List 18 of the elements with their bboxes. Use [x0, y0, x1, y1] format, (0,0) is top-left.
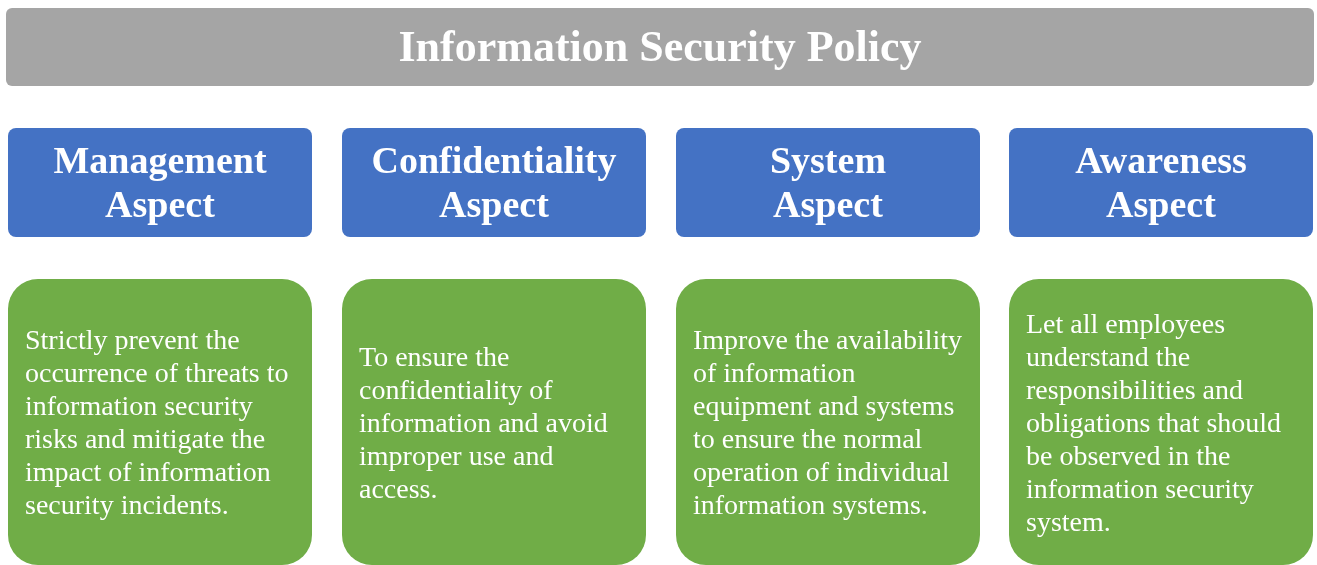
- description-card: [8, 279, 312, 565]
- description-card: [342, 279, 646, 565]
- title-bar: [6, 8, 1314, 86]
- aspect-header: [676, 128, 980, 237]
- aspect-header: [1009, 128, 1313, 237]
- aspect-title: Confidentiality Aspect: [370, 138, 618, 227]
- description-text: Let all employees understand the responsibilities and obligations that should be observed in the information security system.: [1026, 306, 1283, 538]
- title-text: Information Security Policy: [398, 21, 922, 73]
- aspect-title: Awareness Aspect: [1074, 138, 1248, 227]
- aspect-title: System Aspect: [768, 138, 888, 227]
- description-text: To ensure the confidentiality of information and avoid improper use and access.: [359, 339, 609, 505]
- description-text: Improve the availability of information equipment and systems to ensure the normal operation of individual information systems.: [693, 323, 964, 521]
- aspect-header: [8, 128, 312, 237]
- description-card: [676, 279, 980, 565]
- aspect-title: Management Aspect: [52, 138, 268, 227]
- aspect-header: [342, 128, 646, 237]
- description-text: Strictly prevent the occurrence of threats to information security risks and mitigate the impact of information security incidents.: [25, 323, 290, 521]
- description-card: [1009, 279, 1313, 565]
